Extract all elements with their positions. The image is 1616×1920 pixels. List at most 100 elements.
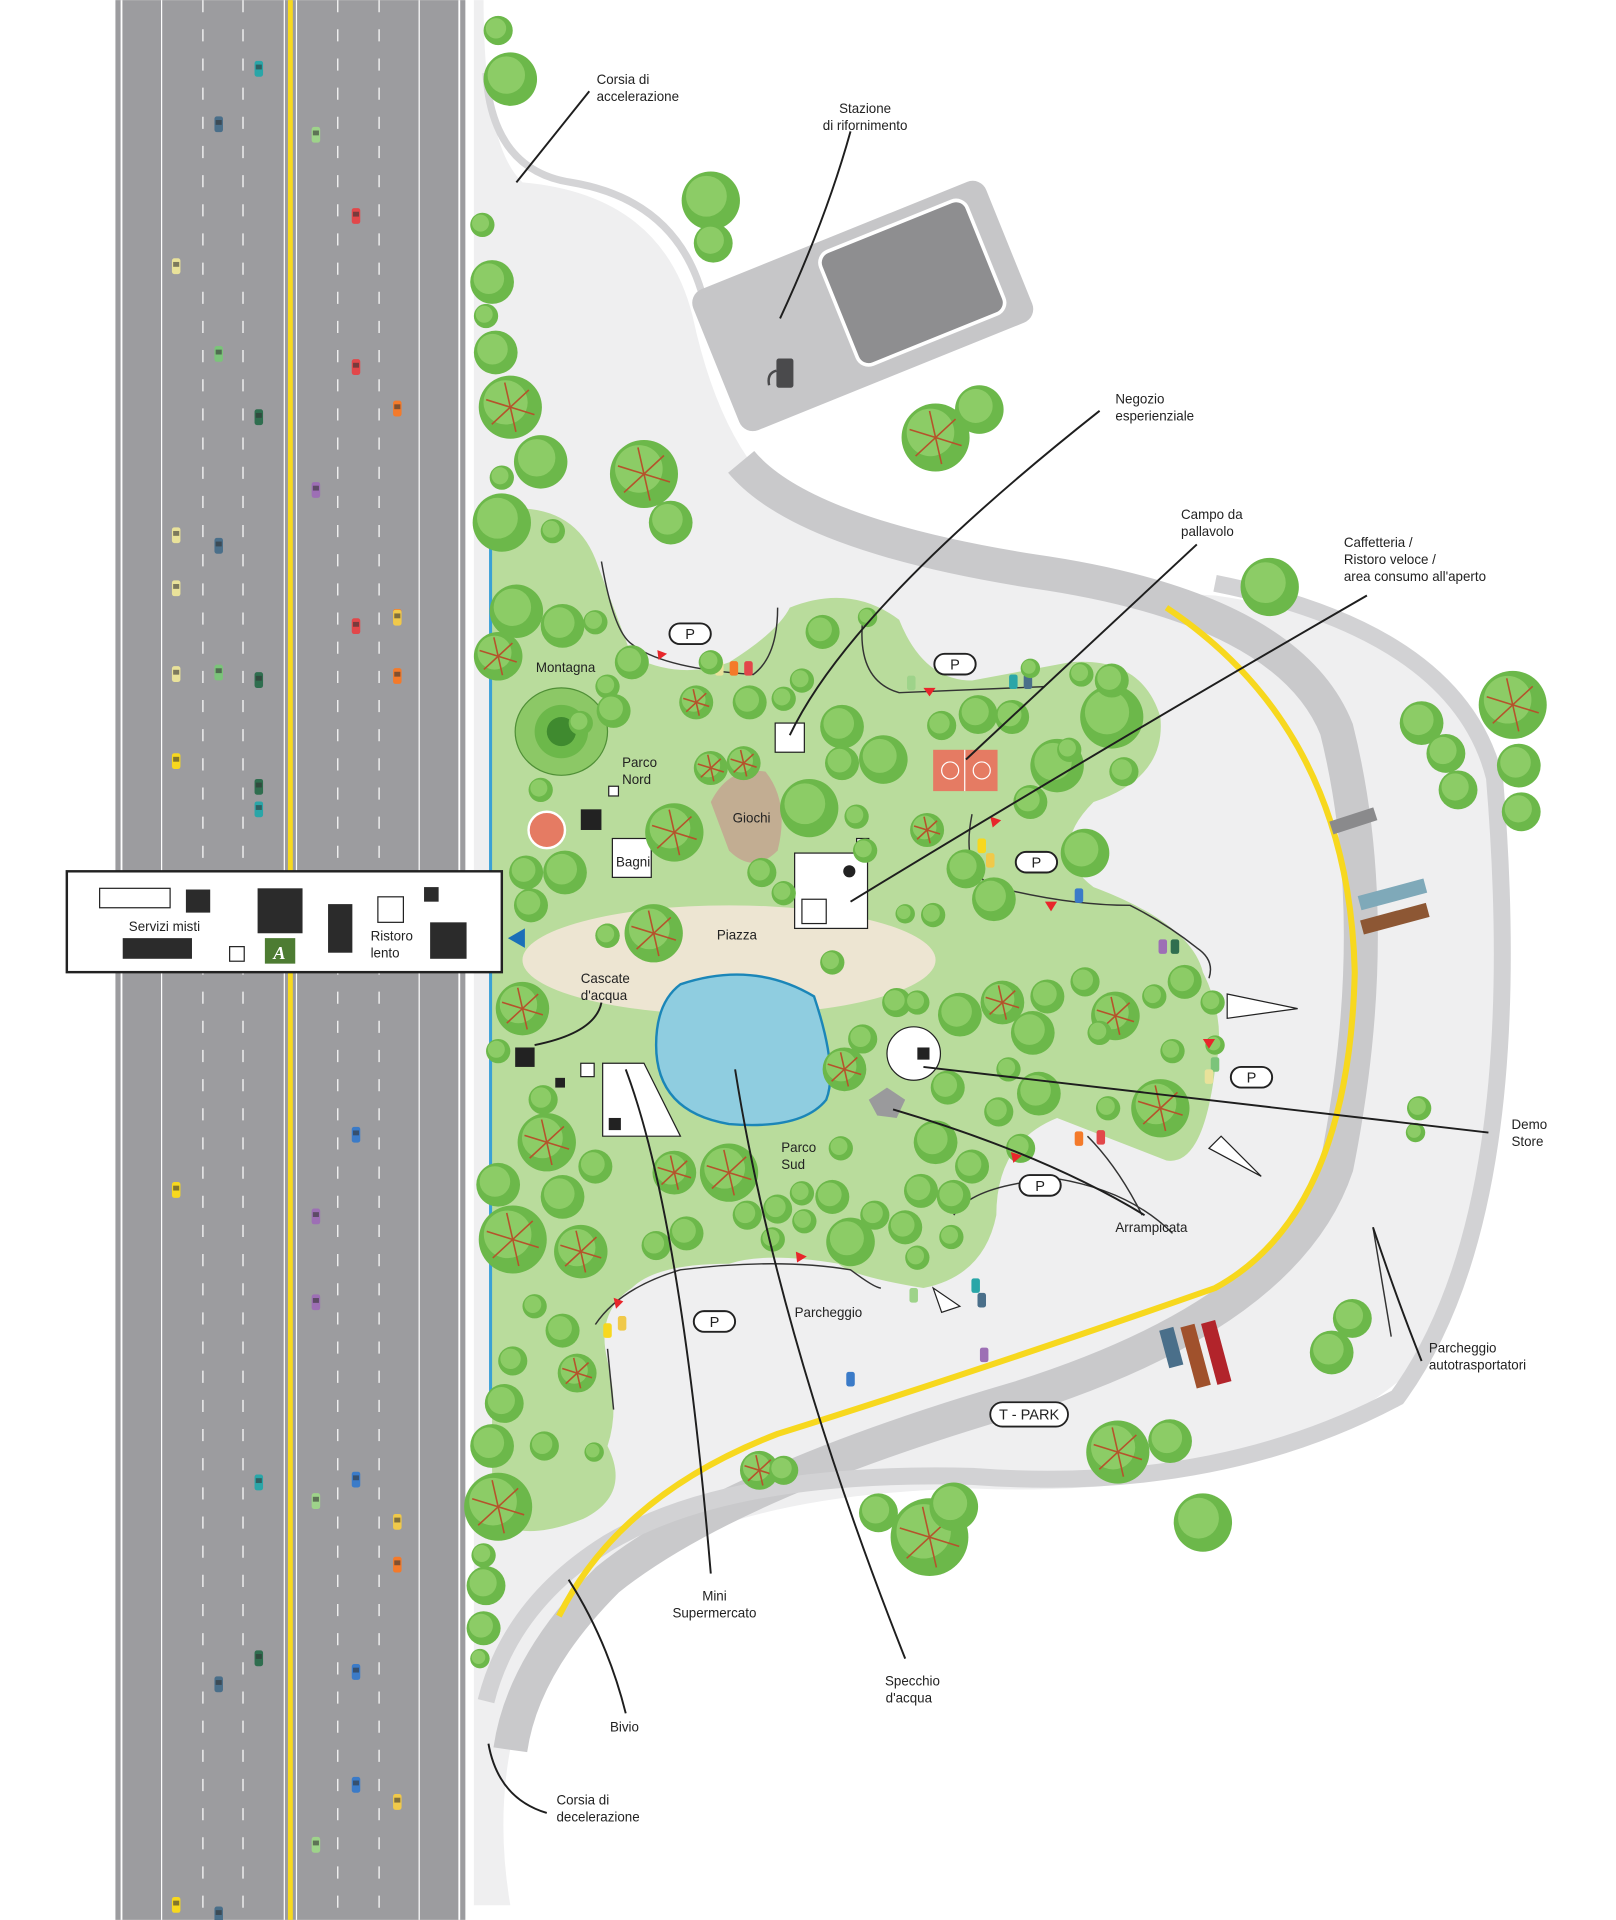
trucks (1159, 807, 1430, 1389)
label-mini: Mini (702, 1588, 727, 1603)
tree-icon (1200, 990, 1225, 1015)
tree-icon (528, 1085, 558, 1115)
label-caffetteria: Caffetteria / (1344, 535, 1413, 550)
car-icon (214, 1676, 223, 1693)
label-bagni: Bagni (616, 854, 650, 869)
tree-icon (936, 1179, 971, 1214)
car-icon (311, 126, 321, 143)
label-caffetteria-3: area consumo all'aperto (1344, 569, 1486, 584)
car-icon (171, 527, 181, 544)
tree-icon (859, 735, 908, 784)
t-park-sign[interactable]: T - PARK (989, 1401, 1069, 1428)
service-building[interactable]: A Servizi misti Ristoro lento (65, 870, 504, 974)
car-icon (214, 664, 223, 681)
tree-icon (1095, 1096, 1121, 1121)
tree-icon (1478, 670, 1547, 739)
car-icon (171, 753, 181, 769)
tree-icon (529, 1431, 559, 1461)
tree-icon (1407, 1096, 1432, 1121)
tree-icon (882, 987, 912, 1018)
label-corsia-accelerazione-2: accelerazione (597, 89, 679, 104)
tree-icon (946, 849, 986, 889)
tree-icon (815, 1179, 850, 1214)
car-icon (603, 1323, 612, 1338)
label-corsia-accelerazione: Corsia di (597, 72, 650, 87)
ristoro-lento-label: Ristoro (371, 929, 413, 944)
tree-icon (1016, 1071, 1061, 1116)
tree-icon (910, 812, 945, 848)
tree-icon (489, 584, 544, 639)
tree-icon (1426, 734, 1466, 773)
giochi-area[interactable] (710, 770, 782, 863)
tree-icon (789, 1181, 815, 1206)
tree-icon (540, 603, 585, 648)
car-icon (1210, 1057, 1220, 1072)
parking-sign-label: P (1032, 856, 1042, 872)
tree-icon (498, 1346, 528, 1376)
tree-icon (929, 1482, 979, 1532)
car-icon (977, 1292, 987, 1308)
volleyball-court[interactable] (933, 749, 998, 792)
montagna[interactable] (514, 687, 609, 776)
car-icon (311, 1208, 321, 1225)
tree-icon (595, 923, 620, 948)
car-icon (393, 400, 402, 417)
tree-icon (1496, 743, 1541, 788)
car-icon (171, 258, 181, 275)
label-parco-sud: Parco (781, 1140, 816, 1155)
tree-icon (699, 1143, 759, 1202)
tree-icon (789, 668, 815, 693)
tree-icon (1069, 662, 1094, 687)
tree-icon (464, 1472, 533, 1541)
car-icon (351, 618, 361, 635)
tree-icon (848, 1024, 878, 1054)
tree-icon (828, 1136, 853, 1161)
car-icon (393, 668, 402, 684)
car-icon (171, 580, 181, 597)
tree-icon (1399, 701, 1444, 745)
parking-sign-label: P (685, 627, 695, 643)
tree-icon (583, 610, 608, 635)
servizi-misti-label: Servizi misti (129, 919, 200, 934)
tree-icon (805, 614, 840, 649)
parking-sign-label: P (1035, 1179, 1045, 1195)
label-specchio-2: d'acqua (886, 1690, 933, 1705)
car-icon (351, 1126, 361, 1143)
tree-icon (669, 1216, 704, 1251)
tree-icon (595, 674, 620, 699)
label-stazione: Stazione (839, 101, 891, 116)
car-icon (1009, 674, 1018, 690)
tree-icon (1160, 1038, 1185, 1064)
label-mini-2: Supermercato (672, 1605, 756, 1620)
tree-icon (470, 1648, 490, 1669)
car-icon (171, 1897, 181, 1913)
label-montagna: Montagna (536, 660, 596, 675)
tree-icon (927, 710, 957, 741)
label-giochi: Giochi (733, 811, 771, 826)
tree-icon (1167, 964, 1202, 999)
car-icon (351, 1471, 361, 1488)
tree-icon (1405, 1122, 1426, 1143)
car-icon (1158, 939, 1168, 954)
tree-icon (509, 855, 544, 890)
label-corsia-decel-2: decelerazione (556, 1809, 639, 1824)
round-court (527, 810, 567, 850)
label-bivio: Bivio (610, 1720, 639, 1735)
pond[interactable] (654, 973, 832, 1127)
tree-icon (1240, 557, 1299, 617)
tree-icon (1080, 685, 1144, 749)
tree-icon (905, 1245, 930, 1270)
label-demo-store-2: Store (1512, 1134, 1544, 1149)
tree-icon (513, 888, 548, 923)
car-icon (351, 208, 361, 224)
tree-icon (980, 980, 1025, 1025)
tree-icon (470, 212, 495, 238)
label-parco-nord: Parco (622, 755, 657, 770)
car-icon (171, 666, 181, 682)
label-parco-sud-2: Sud (781, 1157, 805, 1172)
tree-icon (557, 1353, 597, 1393)
tree-icon (1013, 785, 1048, 820)
tree-icon (1020, 658, 1041, 679)
parking-arrow-icons (613, 650, 1216, 1309)
tree-icon (545, 1313, 580, 1348)
